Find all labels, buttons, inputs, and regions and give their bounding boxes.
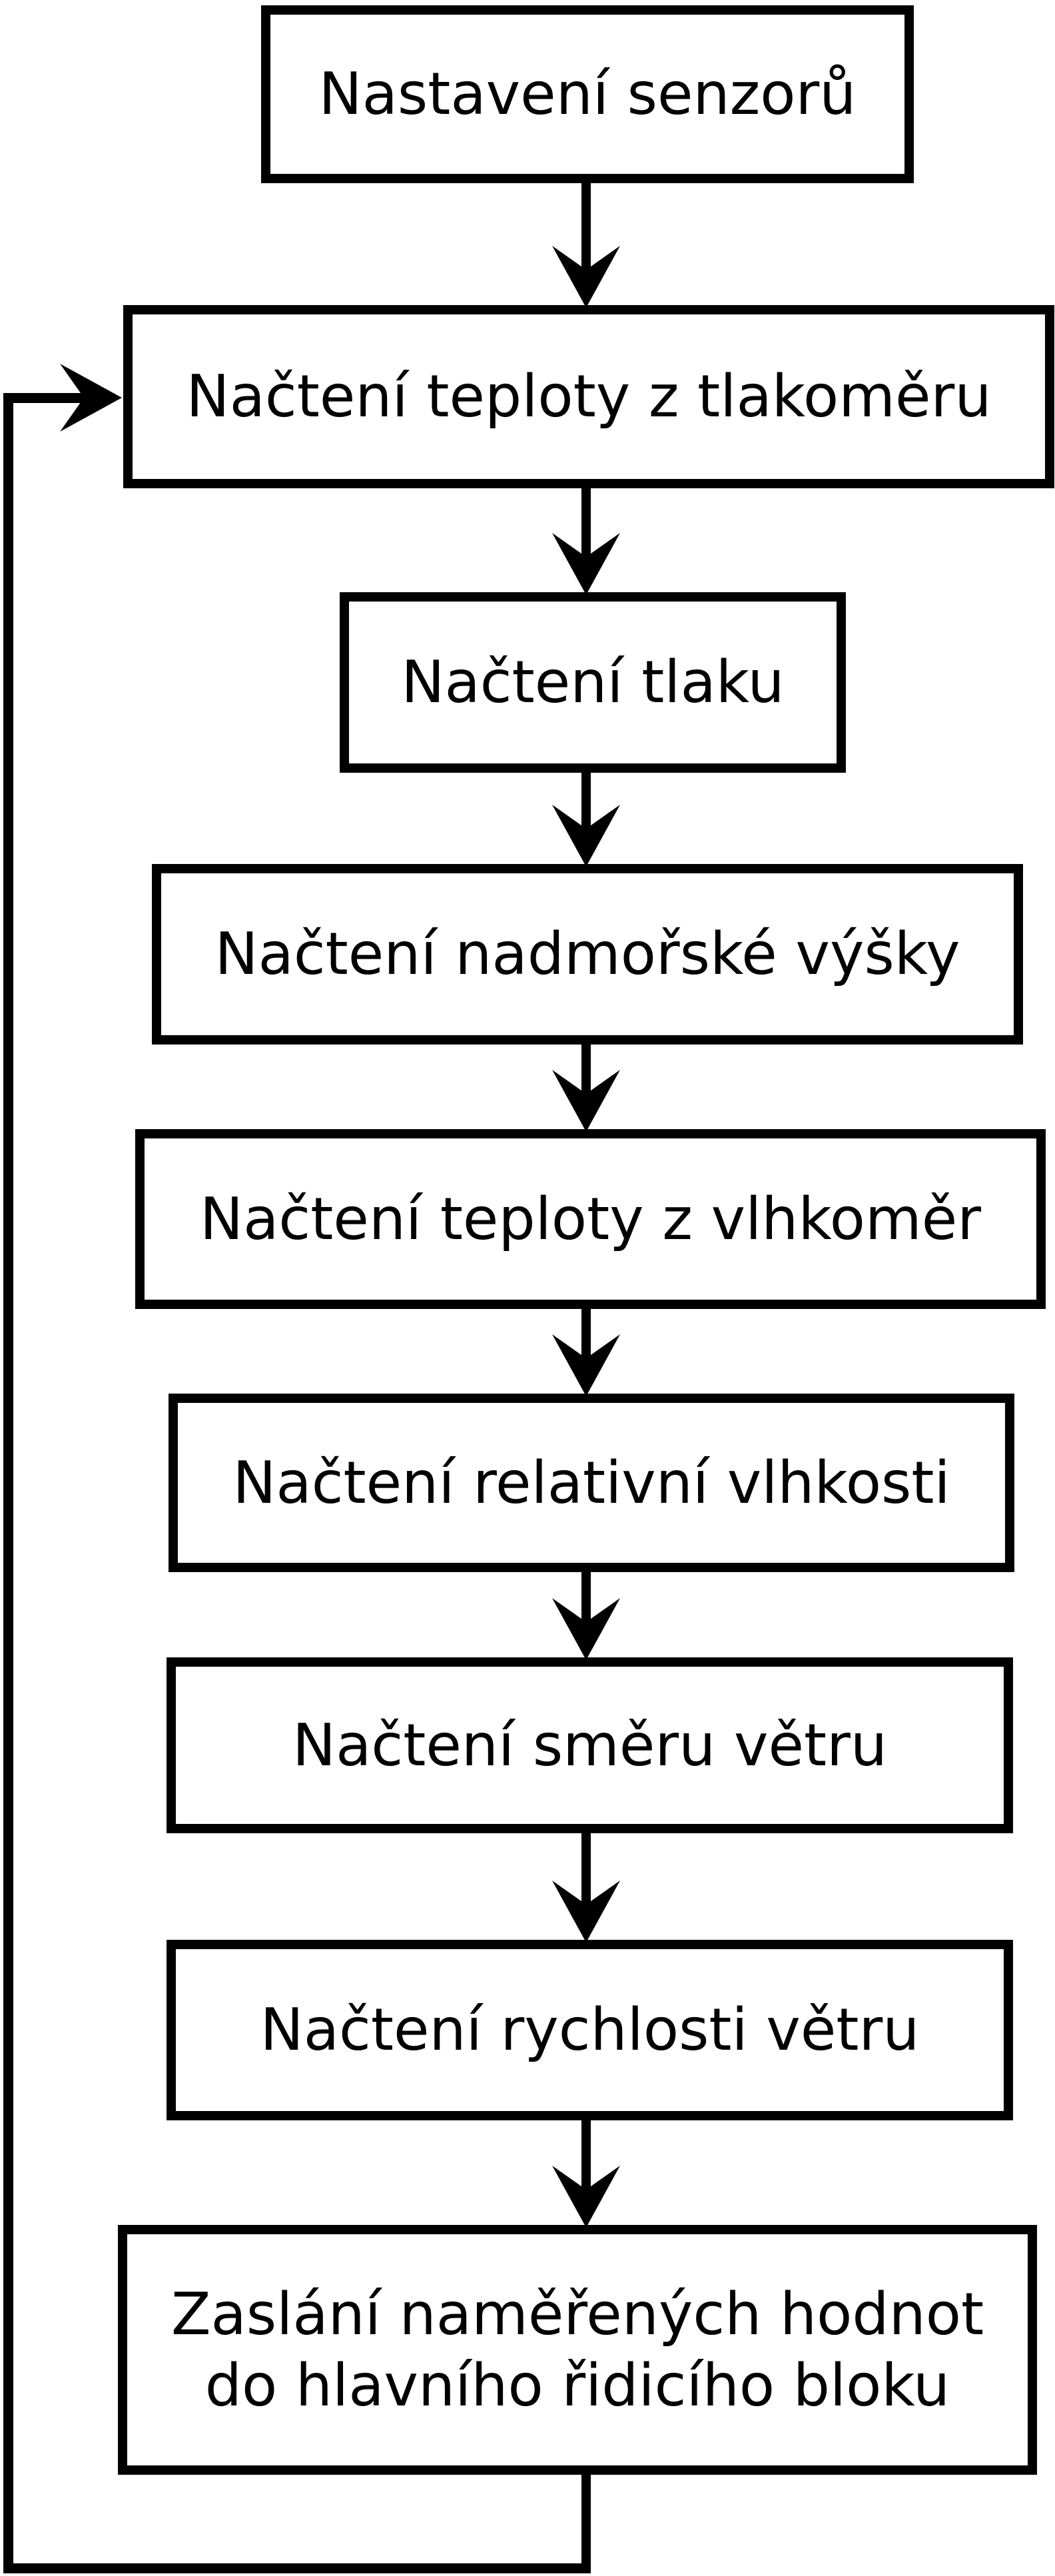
node-read-relative-humidity-label: Načtení relativní vlhkosti (232, 1448, 950, 1517)
node-read-wind-speed-label: Načtení rychlosti větru (260, 1996, 920, 2064)
node-read-temp-hygrometer-label: Načtení teploty z vlhkoměr (199, 1184, 981, 1253)
edge-setup-to-temp-barometer (552, 180, 620, 308)
loop-down-segment (581, 2471, 591, 2573)
node-read-altitude: Načtení nadmořské výšky (152, 864, 1023, 1045)
node-read-relative-humidity: Načtení relativní vlhkosti (169, 1394, 1014, 1572)
node-read-pressure: Načtení tlaku (340, 592, 846, 773)
node-read-wind-direction: Načtení směru větru (167, 1657, 1013, 1833)
loop-top-segment (3, 393, 90, 403)
arrowhead-down-icon (552, 1334, 620, 1396)
arrowhead-right-icon (60, 364, 122, 432)
node-read-altitude-label: Načtení nadmořské výšky (214, 920, 960, 989)
edge-wind-speed-to-send-values (552, 2117, 620, 2228)
edge-stem (581, 769, 591, 832)
arrowhead-down-icon (552, 1881, 620, 1942)
arrowhead-down-icon (552, 1598, 620, 1660)
edge-stem (581, 485, 591, 560)
edge-stem (581, 1041, 591, 1097)
edge-temp-barometer-to-pressure (552, 485, 620, 595)
node-send-values: Zaslání naměřených hodnot do hlavního ři… (118, 2225, 1037, 2475)
edge-wind-direction-to-wind-speed (552, 1830, 620, 1942)
edge-stem (581, 1569, 591, 1625)
arrowhead-down-icon (552, 805, 620, 867)
node-read-temp-barometer: Načtení teploty z tlakoměru (123, 305, 1054, 488)
arrowhead-down-icon (552, 2166, 620, 2228)
loop-left-segment (3, 393, 13, 2573)
edge-stem (581, 1306, 591, 1362)
node-send-values-label-line1: Zaslání naměřených hodnot (171, 2280, 984, 2349)
edge-pressure-to-altitude (552, 769, 620, 867)
node-read-pressure-label: Načtení tlaku (401, 648, 785, 717)
node-read-wind-speed: Načtení rychlosti větru (167, 1940, 1013, 2120)
arrowhead-down-icon (552, 533, 620, 595)
node-setup-sensors: Nastavení senzorů (261, 5, 914, 183)
arrowhead-down-icon (552, 246, 620, 308)
edge-temp-hygrometer-to-humidity (552, 1306, 620, 1396)
edge-altitude-to-temp-hygrometer (552, 1041, 620, 1132)
node-read-temp-hygrometer: Načtení teploty z vlhkoměr (135, 1129, 1046, 1309)
edge-loop-back (3, 364, 591, 2573)
node-read-wind-direction-label: Načtení směru větru (292, 1711, 888, 1779)
edge-stem (581, 2117, 591, 2193)
node-setup-sensors-label: Nastavení senzorů (318, 60, 857, 129)
arrowhead-down-icon (552, 1070, 620, 1132)
edge-humidity-to-wind-direction (552, 1569, 620, 1660)
node-read-temp-barometer-label: Načtení teploty z tlakoměru (186, 362, 992, 431)
edge-stem (581, 1830, 591, 1908)
edge-stem (581, 180, 591, 273)
loop-bottom-segment (3, 2563, 591, 2573)
node-send-values-label-line2: do hlavního řidicího bloku (204, 2351, 950, 2419)
